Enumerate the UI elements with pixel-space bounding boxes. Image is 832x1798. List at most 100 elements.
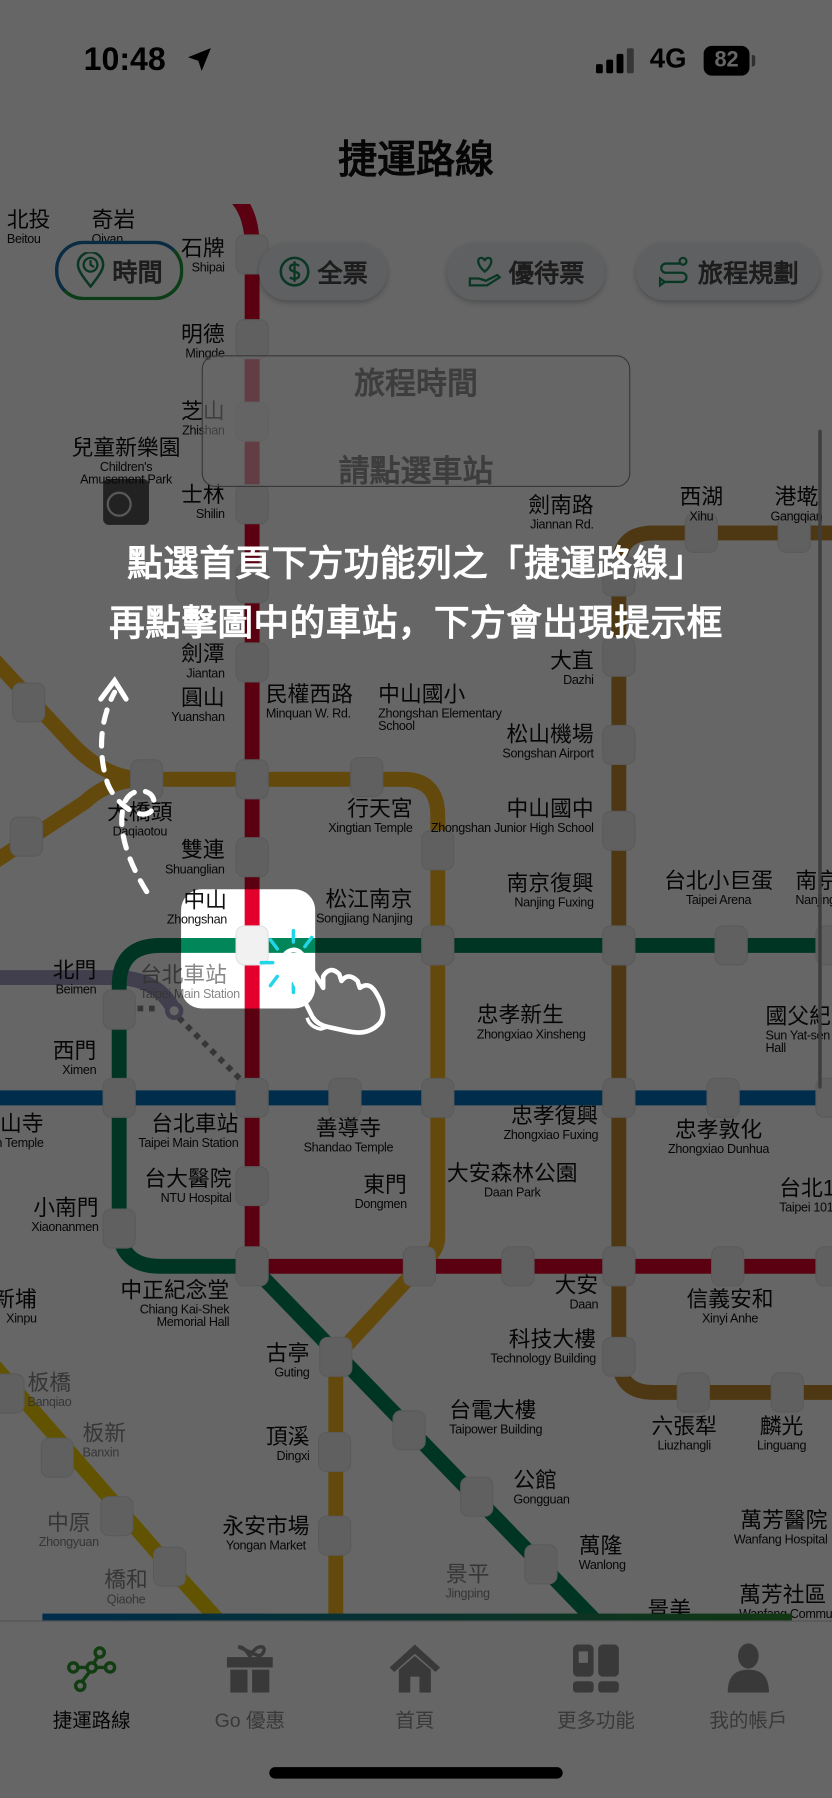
station-marker[interactable] <box>711 1246 745 1287</box>
station-marker[interactable] <box>102 989 136 1030</box>
station-label-nanjingsanmin[interactable]: 南京三民Nanjing Sanmin <box>795 871 832 908</box>
station-marker[interactable] <box>421 1077 455 1118</box>
station-marker[interactable] <box>815 1246 832 1287</box>
station-label-xinpu[interactable]: 新埔Xinpu <box>0 1289 37 1326</box>
station-marker[interactable] <box>602 1246 636 1287</box>
station-marker[interactable] <box>235 401 269 442</box>
station-marker[interactable] <box>770 1372 804 1413</box>
station-marker[interactable] <box>100 1496 134 1537</box>
station-marker[interactable] <box>676 1372 710 1413</box>
station-marker[interactable] <box>130 759 164 800</box>
station-marker[interactable] <box>602 724 636 765</box>
station-marker[interactable] <box>235 563 269 604</box>
station-marker[interactable] <box>40 1437 74 1478</box>
station-marker[interactable] <box>602 636 636 677</box>
station-marker[interactable] <box>602 1077 636 1118</box>
station-marker[interactable] <box>235 1246 269 1287</box>
station-marker[interactable] <box>501 1246 535 1287</box>
station-marker[interactable] <box>602 810 636 851</box>
station-marker[interactable] <box>714 925 748 966</box>
station-marker[interactable] <box>235 1166 269 1207</box>
station-marker[interactable] <box>402 1246 437 1287</box>
station-marker[interactable] <box>524 1544 558 1585</box>
station-marker[interactable] <box>9 816 43 857</box>
station-marker[interactable] <box>602 1336 636 1377</box>
station-marker[interactable] <box>318 1515 352 1556</box>
station-marker[interactable] <box>706 1077 740 1118</box>
trip-planner-button[interactable]: 旅程規劃 <box>636 242 820 301</box>
station-marker[interactable] <box>602 556 636 597</box>
map-scrollbar[interactable] <box>818 429 822 1089</box>
station-marker[interactable] <box>460 1476 494 1517</box>
station-marker[interactable] <box>602 925 636 966</box>
station-marker[interactable] <box>318 1431 352 1473</box>
time-button[interactable]: 時間 <box>55 240 184 301</box>
station-marker[interactable] <box>777 512 811 553</box>
tab-metro-route[interactable]: 捷運路線 <box>23 1642 161 1733</box>
station-marker[interactable] <box>684 512 718 553</box>
concession-fare-button[interactable]: 優待票 <box>446 242 606 301</box>
station-marker[interactable] <box>350 756 384 798</box>
station-label-taipei101[interactable]: 台北101/世貿Taipei 101/World Trade Center <box>779 1178 832 1215</box>
station-marker[interactable] <box>0 1373 25 1414</box>
station-marker[interactable] <box>421 830 455 871</box>
station-marker[interactable] <box>235 319 269 360</box>
tab-more-features[interactable]: 更多功能 <box>527 1642 665 1733</box>
station-label-sunyatsen[interactable]: 國父紀念館Sun Yat-sen Memorial Hall <box>766 1006 832 1055</box>
tab-home[interactable]: 首頁 <box>346 1642 484 1733</box>
tab-go-offers[interactable]: Go 優惠 <box>181 1642 319 1733</box>
station-marker[interactable] <box>102 1077 136 1118</box>
full-fare-button[interactable]: 全票 <box>258 242 388 301</box>
station-marker[interactable] <box>235 837 269 878</box>
station-marker[interactable] <box>235 925 269 966</box>
